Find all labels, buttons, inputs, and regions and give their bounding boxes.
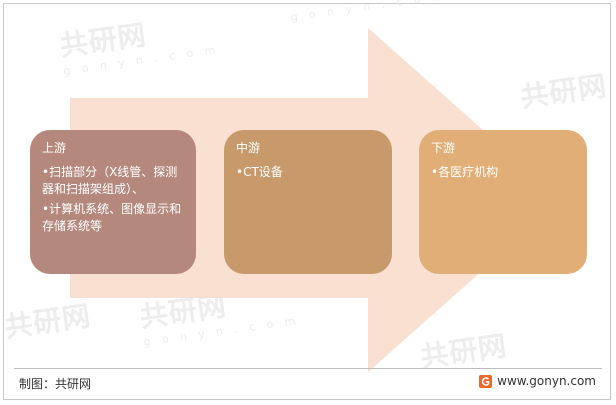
- source-caption: 制图：共研网: [19, 377, 92, 391]
- footer-website: www.gonyn.com: [479, 374, 596, 388]
- stage-item: •扫描部分（X线管、探测器和扫描架组成）、: [42, 165, 178, 196]
- footer-divider: [14, 368, 602, 369]
- stage-downstream: 下游 •各医疗机构: [419, 130, 587, 274]
- website-link[interactable]: www.gonyn.com: [497, 374, 596, 388]
- stage-item-list: •CT设备: [236, 164, 382, 181]
- stage-item: •各医疗机构: [431, 165, 499, 179]
- stage-upstream: 上游 •扫描部分（X线管、探测器和扫描架组成）、 •计算机系统、图像显示和存储系…: [30, 130, 196, 274]
- stage-title: 下游: [431, 141, 456, 155]
- stage-item-list: •各医疗机构: [431, 164, 577, 181]
- stage-title: 中游: [236, 141, 261, 155]
- gonyn-logo-icon: [479, 374, 493, 388]
- stage-title: 上游: [42, 141, 67, 155]
- stage-item-list: •扫描部分（X线管、探测器和扫描架组成）、 •计算机系统、图像显示和存储系统等: [42, 164, 186, 235]
- stage-midstream: 中游 •CT设备: [224, 130, 392, 274]
- stage-item: •计算机系统、图像显示和存储系统等: [42, 202, 182, 233]
- stage-item: •CT设备: [236, 165, 283, 179]
